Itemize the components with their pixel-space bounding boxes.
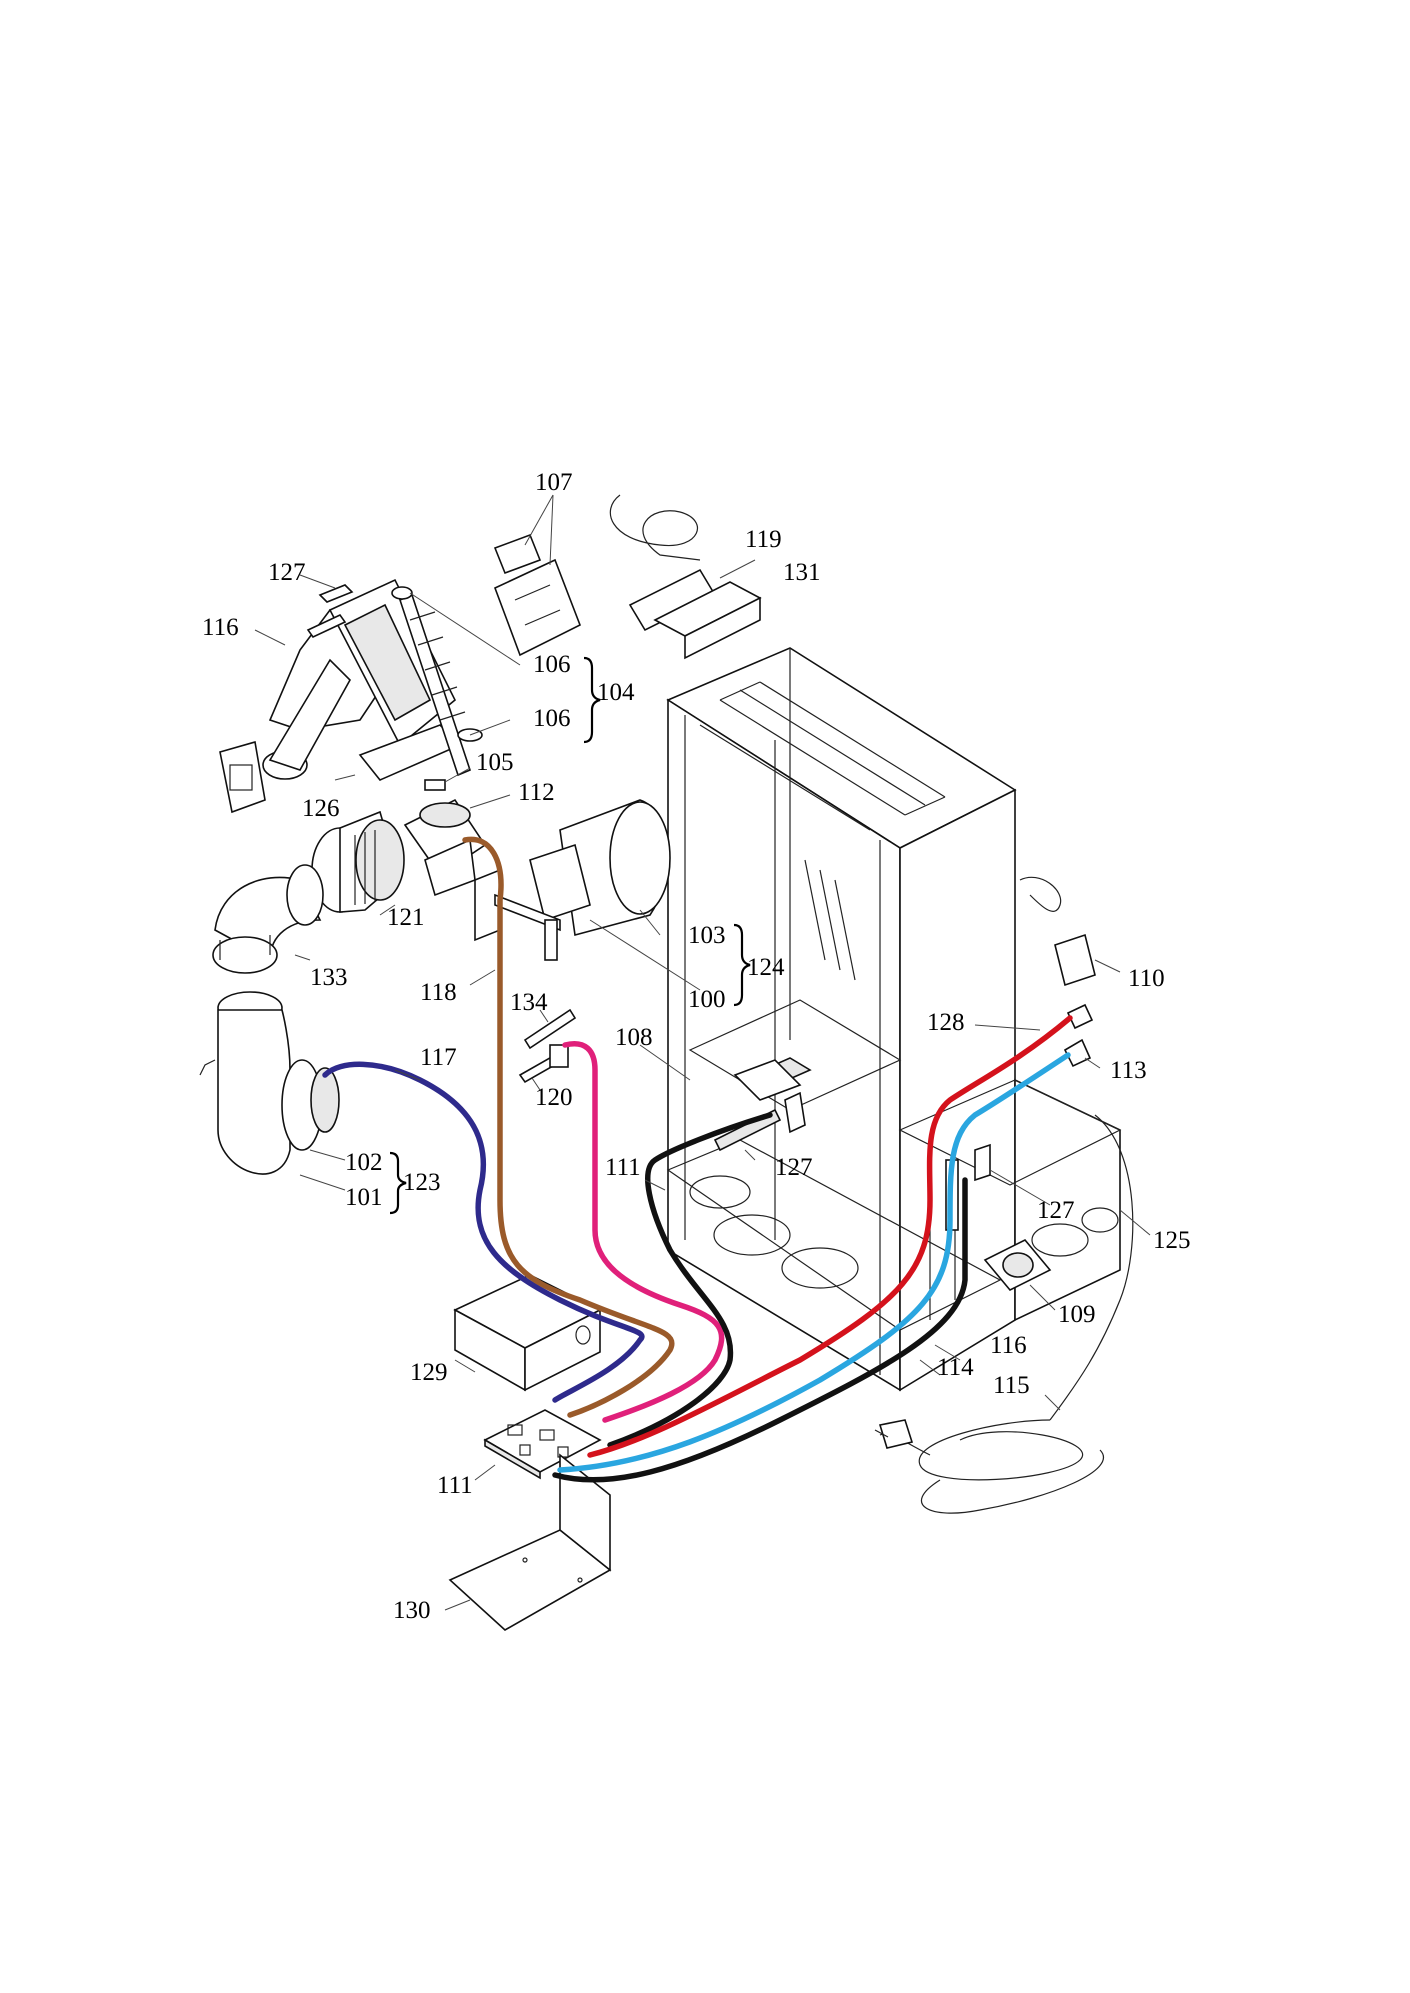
part-105-washer <box>424 767 471 791</box>
wire-black-111 <box>607 1112 773 1448</box>
part-133-elbow-pipe <box>212 864 324 974</box>
label-108: 108 <box>615 1024 653 1051</box>
callout-labels: 107 119 131 127 116 106 104 106 105 126 … <box>202 469 1191 1624</box>
leader-100 <box>589 919 701 991</box>
wire-magenta-120 <box>562 1041 725 1423</box>
part-108-bracket <box>733 1059 806 1134</box>
label-105: 105 <box>476 749 514 776</box>
label-120: 120 <box>535 1084 573 1111</box>
label-128: 128 <box>927 1009 965 1036</box>
part-109-fan <box>983 1239 1052 1291</box>
label-103: 103 <box>688 922 726 949</box>
part-111-circuit-board <box>483 1409 602 1480</box>
label-117: 117 <box>420 1044 457 1071</box>
label-116-top: 116 <box>202 614 239 641</box>
label-127-right: 127 <box>1037 1197 1075 1224</box>
part-131-tray <box>653 559 762 660</box>
label-102: 102 <box>345 1149 383 1176</box>
label-131: 131 <box>783 559 821 586</box>
part-130-mounting-plate <box>448 1453 612 1631</box>
label-109: 109 <box>1058 1301 1096 1328</box>
part-115-power-cord <box>874 1419 1104 1514</box>
wire-black-return <box>552 1177 968 1483</box>
cabinet-frame <box>666 647 1122 1392</box>
part-129-cover <box>453 1274 602 1392</box>
label-115: 115 <box>993 1372 1030 1399</box>
label-118: 118 <box>420 979 457 1006</box>
part-120-igniter <box>518 1044 569 1084</box>
leader-lines <box>254 629 1151 1611</box>
label-130: 130 <box>393 1597 431 1624</box>
label-101: 101 <box>345 1184 383 1211</box>
label-121: 121 <box>387 904 425 931</box>
part-107-cover-plates <box>493 494 582 657</box>
label-106-top: 106 <box>533 651 571 678</box>
wire-brown-118 <box>462 836 675 1418</box>
braces <box>389 656 751 1215</box>
part-116-auger-tube <box>219 578 462 814</box>
label-107: 107 <box>535 469 573 496</box>
label-127-top: 127 <box>268 559 306 586</box>
label-111-mid: 111 <box>605 1154 641 1181</box>
part-102-fan-motor <box>281 1059 340 1151</box>
part-113-thermostat <box>1063 1038 1092 1068</box>
label-104: 104 <box>597 679 635 706</box>
label-123: 123 <box>403 1169 441 1196</box>
part-103-blower <box>529 799 671 937</box>
wire-cyan-113 <box>557 1052 1071 1473</box>
label-127-mid: 127 <box>775 1154 813 1181</box>
label-119: 119 <box>745 526 782 553</box>
label-126: 126 <box>302 795 340 822</box>
part-134-rod <box>523 1008 577 1050</box>
label-116-bottom: 116 <box>990 1332 1027 1359</box>
label-110: 110 <box>1128 965 1165 992</box>
wire-red-128 <box>587 1015 1073 1458</box>
part-125-cable <box>1049 1114 1134 1421</box>
part-101-combustion-fan <box>199 991 291 1175</box>
label-100: 100 <box>688 986 726 1013</box>
part-104-auger <box>391 586 521 777</box>
part-121-intake-coil <box>311 810 405 913</box>
part-118-bracket <box>474 868 561 961</box>
label-134: 134 <box>510 989 548 1016</box>
label-112: 112 <box>518 779 555 806</box>
label-129: 129 <box>410 1359 448 1386</box>
label-111-bottom: 111 <box>437 1472 473 1499</box>
label-124: 124 <box>747 954 785 981</box>
part-127-spacer <box>299 574 354 639</box>
label-113: 113 <box>1110 1057 1147 1084</box>
label-125: 125 <box>1153 1227 1191 1254</box>
label-106-bottom: 106 <box>533 705 571 732</box>
label-114: 114 <box>937 1354 974 1381</box>
part-128-thermostat <box>1066 1003 1094 1030</box>
part-127-clip-right <box>974 1143 991 1182</box>
part-110-switch <box>1019 876 1121 987</box>
label-133: 133 <box>310 964 348 991</box>
